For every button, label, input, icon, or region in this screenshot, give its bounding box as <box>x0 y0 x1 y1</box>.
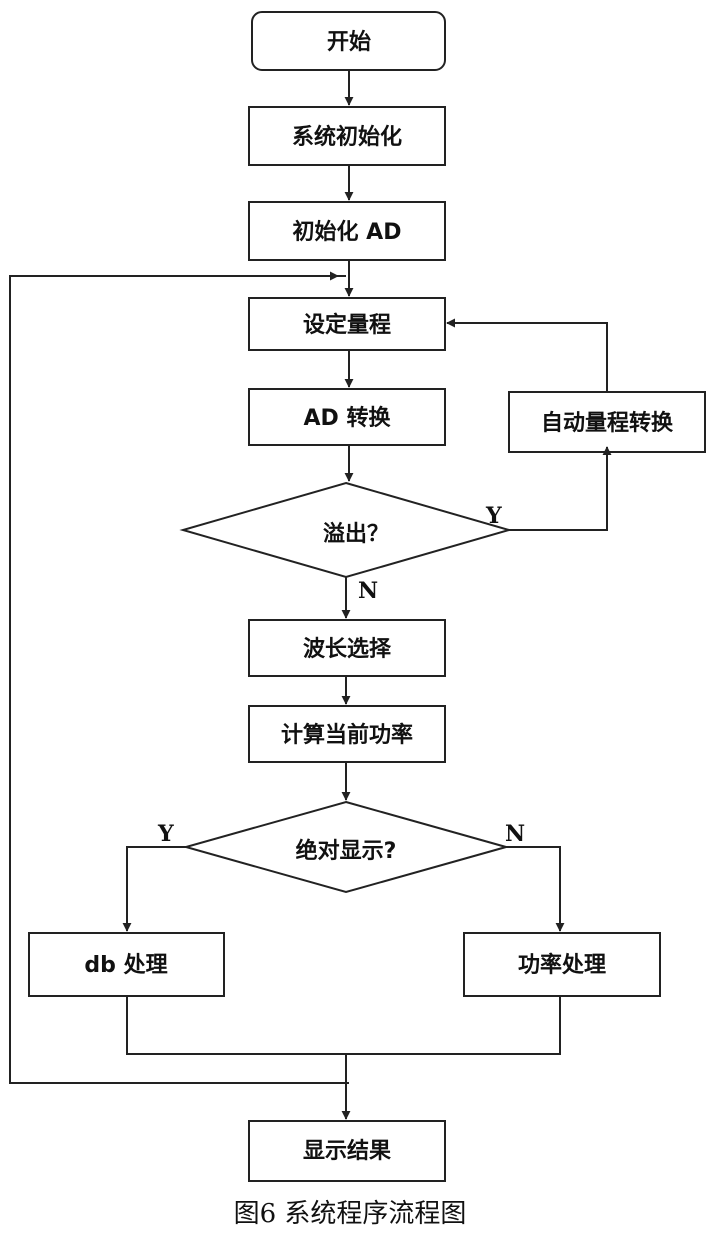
sys-init-node <box>248 106 446 166</box>
arrow-auto-to-range <box>446 318 608 392</box>
power-process-node <box>463 932 661 997</box>
merge-line <box>126 996 561 1055</box>
wavelength-node <box>248 619 446 677</box>
start-label: 开始 <box>327 29 371 55</box>
db-process-label: db 处理 <box>84 952 167 978</box>
figure-caption: 图6 系统程序流程图 <box>234 1199 467 1229</box>
absolute-label: 绝对显示? <box>296 838 397 864</box>
ad-convert-label: AD 转换 <box>304 405 392 431</box>
ad-convert-node <box>248 388 446 446</box>
overflow-no-label: N <box>358 578 378 604</box>
auto-range-node <box>508 391 706 453</box>
arrow-absolute-no <box>506 846 565 932</box>
set-range-label: 设定量程 <box>303 312 391 338</box>
sys-init-label: 系统初始化 <box>292 124 402 150</box>
ad-init-node <box>248 201 446 261</box>
power-process-label: 功率处理 <box>518 952 606 978</box>
ad-init-label: 初始化 AD <box>293 219 402 245</box>
overflow-yes-label: Y <box>485 503 502 529</box>
absolute-decision <box>182 800 510 894</box>
absolute-no-label: N <box>505 821 525 847</box>
loop-back-line <box>9 275 349 1084</box>
set-range-node <box>248 297 446 351</box>
db-process-node <box>28 932 225 997</box>
auto-range-label: 自动量程转换 <box>541 410 674 436</box>
overflow-label: 溢出？ <box>323 521 389 547</box>
arrow-absolute-yes <box>122 846 186 932</box>
calc-power-label: 计算当前功率 <box>281 722 413 748</box>
absolute-yes-label: Y <box>157 821 174 847</box>
show-result-label: 显示结果 <box>303 1138 391 1164</box>
wavelength-label: 波长选择 <box>303 636 392 662</box>
arrow-overflow-yes <box>509 446 612 531</box>
show-result-node <box>248 1120 446 1182</box>
